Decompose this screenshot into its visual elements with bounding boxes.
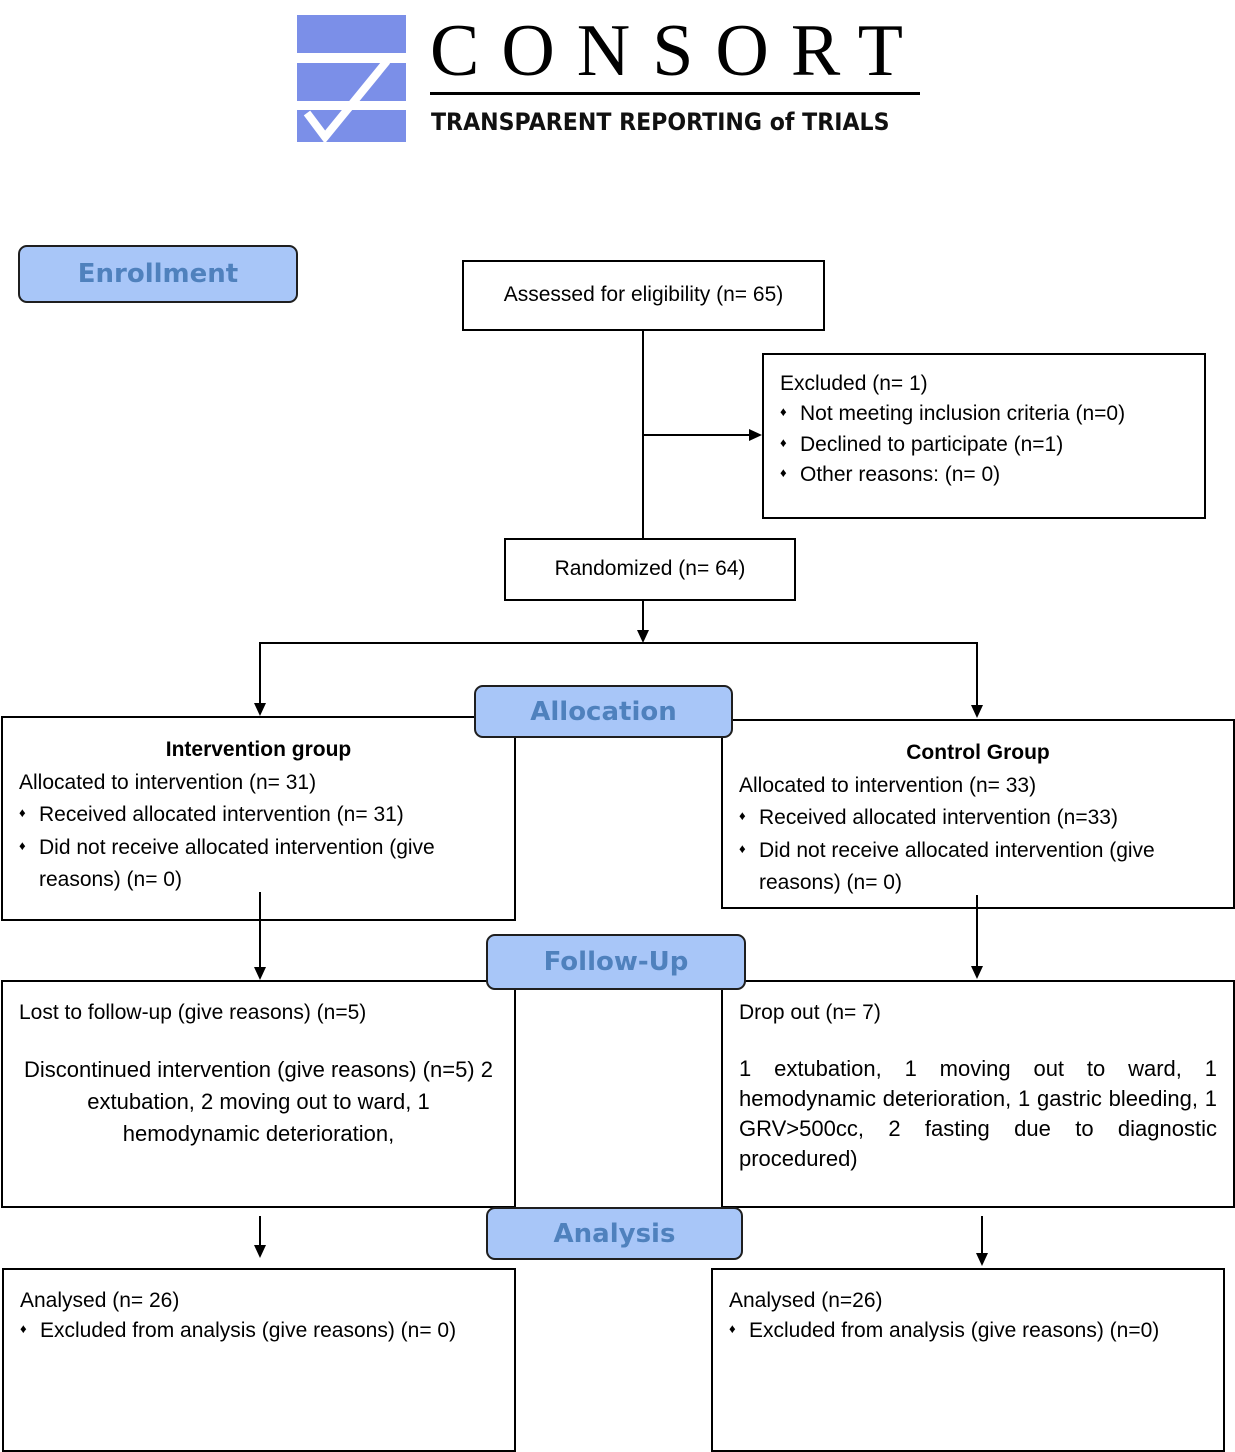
control-title: Control Group bbox=[906, 741, 1050, 764]
stage-follow-up: Follow-Up bbox=[486, 934, 746, 990]
assessed-text: Assessed for eligibility (n= 65) bbox=[503, 283, 784, 307]
arrow-icon bbox=[254, 1245, 266, 1258]
excluded-item: Other reasons: (n= 0) bbox=[780, 460, 1188, 490]
logo-subtitle: TRANSPARENT REPORTING of TRIALS bbox=[431, 108, 890, 136]
control-followup-box: Drop out (n= 7) 1 extubation, 1 moving o… bbox=[721, 980, 1235, 1208]
control-analysis-box: Analysed (n=26) Excluded from analysis (… bbox=[711, 1268, 1225, 1452]
intervention-item: Did not receive allocated intervention (… bbox=[19, 832, 498, 897]
arrow-icon bbox=[971, 966, 983, 979]
intervention-analysis-box: Analysed (n= 26) Excluded from analysis … bbox=[2, 1268, 516, 1452]
intervention-allocated: Allocated to intervention (n= 31) bbox=[19, 770, 317, 794]
assessed-box: Assessed for eligibility (n= 65) bbox=[462, 260, 825, 331]
arrow-icon bbox=[749, 429, 762, 441]
control-allocation-box: Control Group Allocated to intervention … bbox=[721, 719, 1235, 909]
stage-enrollment: Enrollment bbox=[18, 245, 298, 303]
intervention-excluded-analysis: Excluded from analysis (give reasons) (n… bbox=[20, 1316, 498, 1346]
intervention-title: Intervention group bbox=[165, 738, 352, 761]
stage-allocation: Allocation bbox=[474, 685, 733, 738]
control-allocated: Allocated to intervention (n= 33) bbox=[739, 773, 1037, 797]
stage-analysis: Analysis bbox=[486, 1207, 743, 1260]
excluded-item: Not meeting inclusion criteria (n=0) bbox=[780, 399, 1188, 429]
checkbox-logo-icon bbox=[297, 15, 406, 143]
randomized-box: Randomized (n= 64) bbox=[504, 538, 796, 601]
intervention-followup-box: Lost to follow-up (give reasons) (n=5) D… bbox=[1, 980, 516, 1208]
control-dropout: Drop out (n= 7) bbox=[739, 1001, 881, 1024]
arrow-icon bbox=[254, 967, 266, 980]
arrow-icon bbox=[976, 1253, 988, 1266]
excluded-box: Excluded (n= 1) Not meeting inclusion cr… bbox=[762, 353, 1206, 519]
arrow-icon bbox=[254, 703, 266, 716]
intervention-lost: Lost to follow-up (give reasons) (n=5) bbox=[19, 1001, 367, 1024]
intervention-analysed: Analysed (n= 26) bbox=[20, 1289, 180, 1312]
control-item: Received allocated intervention (n=33) bbox=[739, 802, 1217, 835]
control-analysed: Analysed (n=26) bbox=[729, 1289, 883, 1312]
control-dropout-detail: 1 extubation, 1 moving out to ward, 1 he… bbox=[739, 1056, 1217, 1171]
logo-title: CONSORT bbox=[430, 10, 925, 92]
intervention-discontinued: Discontinued intervention (give reasons)… bbox=[24, 1057, 493, 1147]
arrow-icon bbox=[637, 630, 649, 643]
arrow-icon bbox=[971, 705, 983, 718]
control-excluded-analysis: Excluded from analysis (give reasons) (n… bbox=[729, 1316, 1207, 1346]
intervention-allocation-box: Intervention group Allocated to interven… bbox=[1, 716, 516, 921]
excluded-item: Declined to participate (n=1) bbox=[780, 430, 1188, 460]
excluded-title: Excluded (n= 1) bbox=[780, 372, 928, 395]
intervention-item: Received allocated intervention (n= 31) bbox=[19, 799, 498, 832]
consort-logo: CONSORT TRANSPARENT REPORTING of TRIALS bbox=[297, 11, 927, 143]
randomized-text: Randomized (n= 64) bbox=[554, 557, 746, 581]
control-item: Did not receive allocated intervention (… bbox=[739, 835, 1217, 900]
